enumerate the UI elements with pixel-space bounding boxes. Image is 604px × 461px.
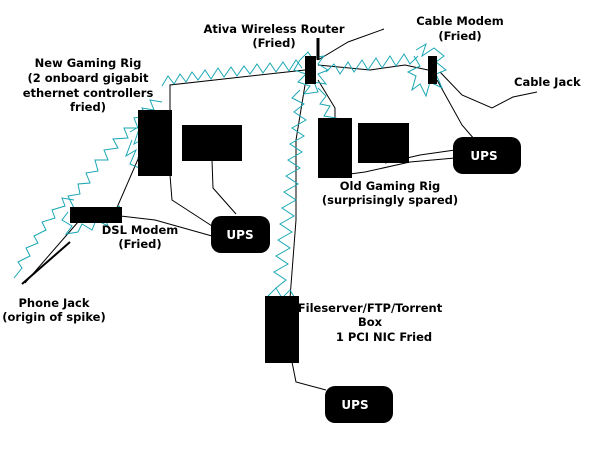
wire-newrig-to-router	[169, 69, 306, 120]
ups-label: UPS	[470, 149, 497, 163]
fileserver-label: Fileserver/FTP/Torrent Box 1 PCI NIC Fri…	[298, 301, 443, 344]
new-rig-tower	[138, 110, 172, 176]
wire-newrig-tower-to-ups	[169, 174, 213, 227]
wire-router-antenna-line	[317, 28, 385, 61]
dsl-modem-label-line-1: DSL Modem	[102, 223, 179, 237]
new-rig-label-line-4: fried)	[70, 100, 106, 114]
old-rig-label-line-1: Old Gaming Rig	[340, 179, 441, 193]
new-rig-monitor	[182, 125, 242, 161]
router-label: Ativa Wireless Router (Fried)	[203, 22, 344, 50]
new-rig-label: New Gaming Rig (2 onboard gigabit ethern…	[23, 56, 154, 114]
router-box	[305, 56, 316, 84]
old-rig-label: Old Gaming Rig (surprisingly spared)	[322, 179, 458, 207]
wire-fileserver-to-ups	[291, 361, 327, 391]
ups-box	[325, 386, 393, 423]
wire-cablemodem-to-ups	[436, 79, 476, 141]
wire-cablemodem-to-jack	[439, 71, 538, 109]
new-rig-label-line-2: (2 onboard gigabit	[28, 71, 149, 85]
fileserver-label-line-3: 1 PCI NIC Fried	[336, 330, 432, 344]
fileserver-label-line-1: Fileserver/FTP/Torrent	[298, 301, 443, 315]
ups-box	[211, 216, 270, 253]
surge-phone-to-dsl	[13, 197, 75, 279]
ups-box	[453, 137, 521, 174]
phone-jack-label-line-1: Phone Jack	[18, 296, 89, 310]
dsl-modem-label-line-2: (Fried)	[118, 237, 161, 251]
cable-modem-label: Cable Modem (Fried)	[416, 14, 504, 43]
old-rig-label-line-2: (surprisingly spared)	[322, 193, 458, 207]
cable-modem-label-line-1: Cable Modem	[416, 14, 504, 28]
old-rig-tower	[318, 118, 352, 178]
new-rig-label-line-1: New Gaming Rig	[35, 56, 142, 70]
phone-jack-cable	[21, 241, 71, 285]
ups-label: UPS	[341, 398, 368, 412]
router-label-line-1: Ativa Wireless Router	[203, 22, 344, 36]
router-label-line-2: (Fried)	[252, 36, 295, 50]
ups-label: UPS	[226, 228, 253, 242]
wire-newrig-monitor-to-ups	[211, 159, 237, 215]
wire-dsl-to-ups	[111, 214, 213, 237]
ups-new-rig: UPS	[211, 216, 270, 253]
fileserver-label-line-2: Box	[358, 315, 383, 329]
wire-router-to-oldrig	[317, 79, 336, 120]
dsl-modem-label: DSL Modem (Fried)	[102, 223, 179, 251]
ups-fileserver: UPS	[325, 386, 393, 423]
cable-modem-label-line-2: (Fried)	[438, 29, 481, 43]
surge-cablemodem-burst	[406, 42, 447, 98]
surge-path	[13, 42, 447, 313]
surge-router-to-cablemodem	[325, 53, 419, 75]
wire-router-to-fileserver	[289, 84, 306, 299]
cable-jack-label: Cable Jack	[514, 75, 581, 89]
old-rig-monitor	[358, 123, 409, 163]
phone-jack-label: Phone Jack (origin of spike)	[2, 296, 105, 324]
devices	[21, 38, 437, 363]
fileserver-tower	[265, 296, 299, 363]
new-rig-label-line-3: ethernet controllers	[23, 86, 154, 100]
cable-modem-box	[428, 56, 437, 84]
phone-jack-label-line-2: (origin of spike)	[2, 310, 105, 324]
ups-old-rig: UPS	[453, 137, 521, 174]
surge-newrig-to-router	[161, 59, 303, 87]
surge-router-to-fileserver	[273, 89, 307, 289]
dsl-modem-box	[70, 207, 122, 223]
